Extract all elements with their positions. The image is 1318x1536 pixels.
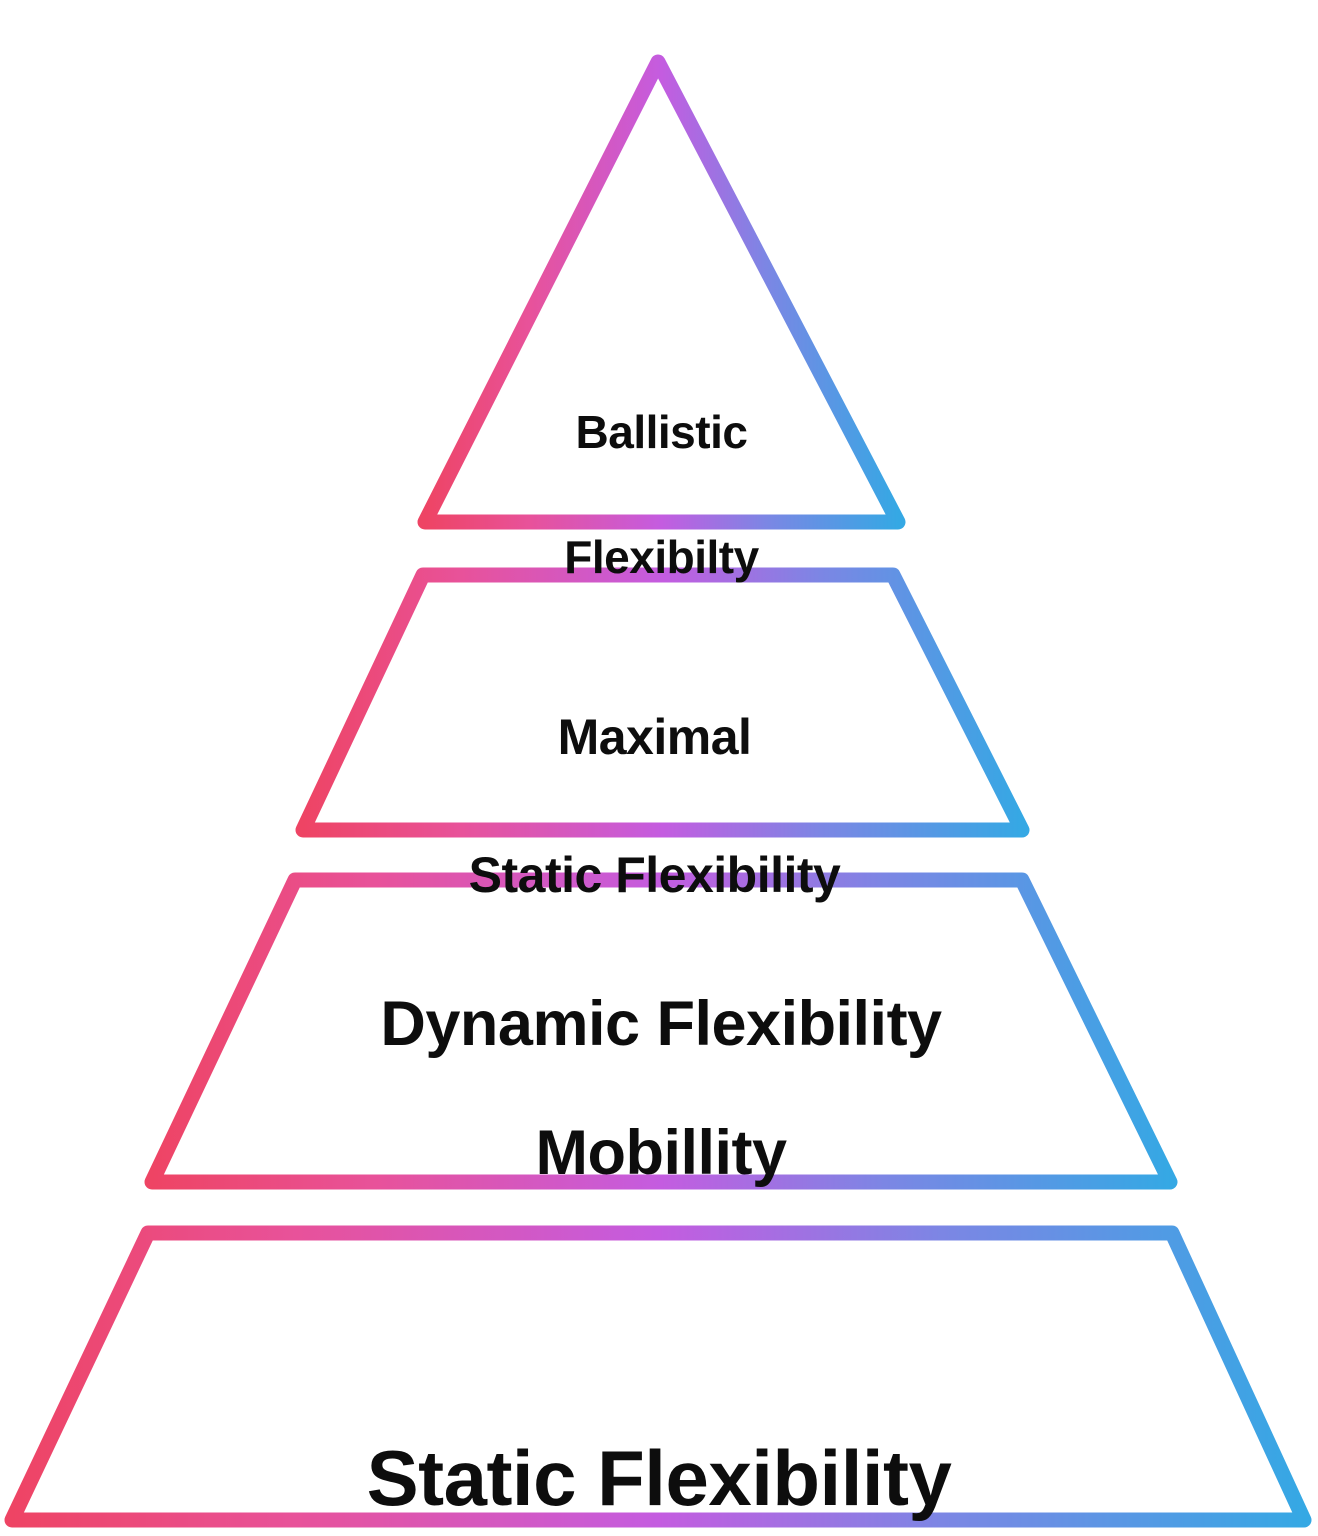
pyramid-tier-4-shape[interactable] <box>4 1225 1312 1528</box>
pyramid-tier-3-shape[interactable] <box>144 872 1178 1190</box>
pyramid-tier-2-shape[interactable] <box>295 567 1030 838</box>
pyramid-tier-1-shape[interactable] <box>417 54 906 530</box>
